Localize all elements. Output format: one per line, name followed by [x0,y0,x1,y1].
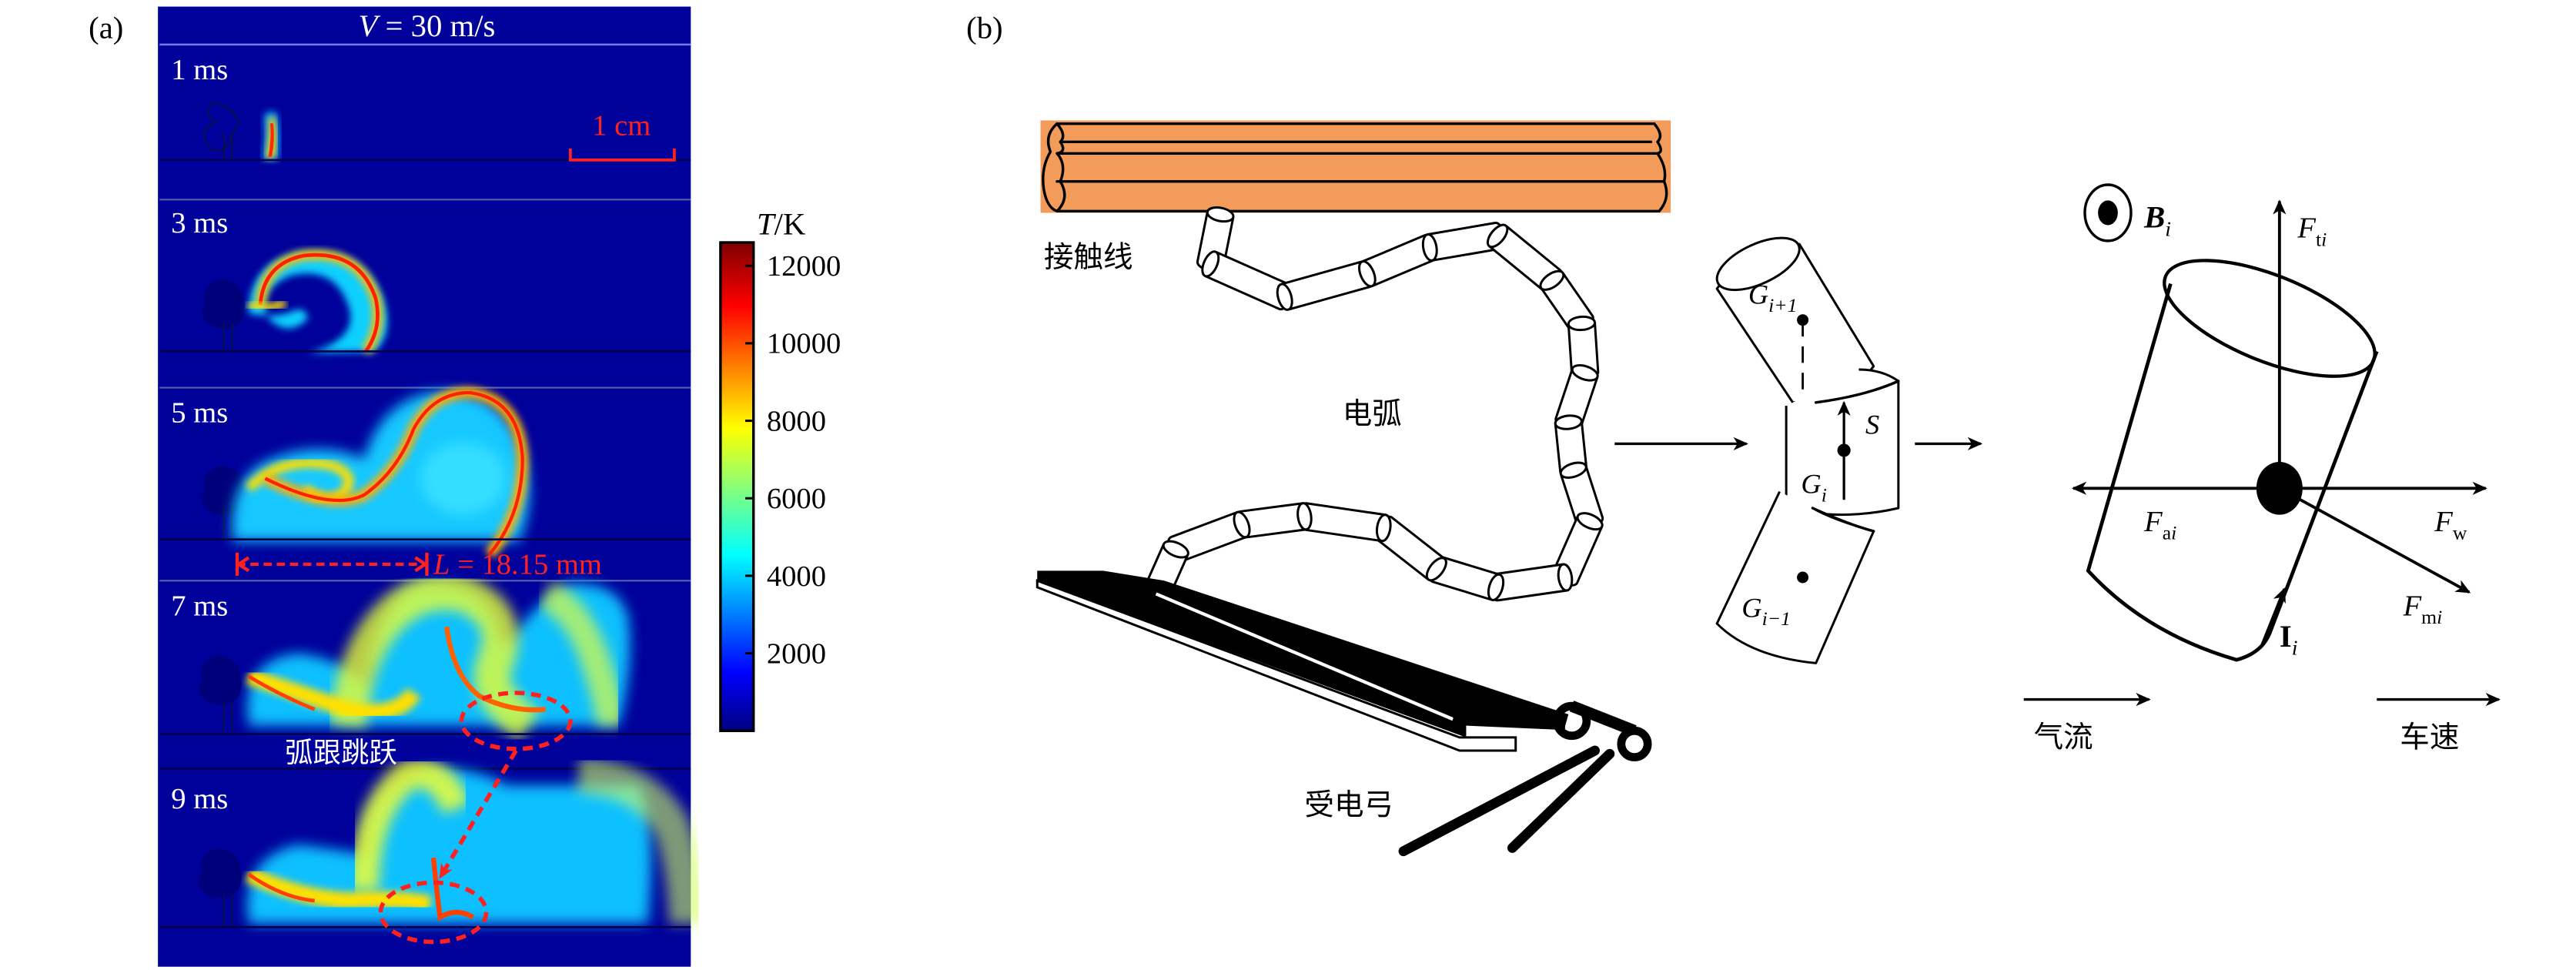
scale-bar-label: 1 cm [592,110,651,142]
arc-root-jump-label: 弧跟跳跃 [285,736,397,769]
segment-label-lower: Gi−1 [1741,592,1791,630]
current-label: Ii [2280,619,2298,661]
arc-segment-cylinder [2086,283,2379,662]
colorbar-bar [719,241,755,732]
colorbar: T/K 12000 10000 8000 6000 4000 2000 [719,206,841,732]
contact-wire [1040,120,1671,213]
frame-5ms: 5 ms [159,386,691,558]
pantograph-horn [202,279,245,329]
airflow-label: 气流 [2034,721,2093,755]
segment-label-upper: Gi+1 [1748,279,1798,316]
b-field-out-of-page-icon [2083,183,2133,242]
colorbar-title: T/K [757,206,805,241]
colorbar-tick-label: 12000 [767,250,841,283]
frame-time: 9 ms [171,783,228,815]
arc-cylinder-chain [1142,206,1604,604]
center-of-mass [2256,462,2303,515]
air-force-label: Fai [2143,506,2176,544]
force-diagram: Bi Fti Fai Fw Fmi Ii 气流 车速 [2023,183,2501,755]
colorbar-tick-label: 8000 [767,405,826,437]
jump-highlight-before [459,691,573,751]
jump-arrow [438,749,518,879]
s-label: S [1865,410,1879,440]
cylinder-top [2163,259,2377,378]
pantograph-label: 受电弓 [1304,788,1393,823]
cylinder-lower: Gi−1 [1715,490,1875,664]
frame-3ms: 3 ms [159,207,691,389]
frame-time: 5 ms [171,397,228,430]
arc-cylinder [1233,502,1313,539]
arc-label: 电弧 [1343,397,1402,432]
frame-9ms: 9 ms [159,749,706,945]
wind-force-label: Fw [2434,506,2467,544]
pantograph [1035,570,1652,857]
colorbar-tick-label: 2000 [767,637,826,670]
arc-plasma [249,251,387,353]
arc-plasma [247,768,651,924]
segment-label-middle: Gi [1801,469,1826,507]
jump-highlight-after [378,880,489,945]
panel-a-label: (a) [89,10,123,45]
pantograph-horn [202,466,245,516]
colorbar-tick-label: 4000 [767,560,826,593]
colorbar-tick-label: 6000 [767,483,826,515]
frame-time: 1 ms [171,54,228,86]
magnetic-force-arrow [2278,487,2471,594]
magnetic-force-label: Fmi [2403,590,2443,628]
velocity-header: V = 30 m/s [358,8,495,43]
scale-bar [568,148,676,162]
frame-1ms: 1 ms 1 cm [159,54,691,201]
pantograph-horn [199,848,242,898]
frame-time: 7 ms [171,590,228,622]
contact-wire-label: 接触线 [1044,240,1133,275]
panel-b-label: (b) [966,10,1002,45]
segment-detail: Gi+1 S Gi Gi−1 [1715,236,1900,664]
arc-cylinder [1421,222,1506,262]
b-field-label: Bi [2143,200,2171,242]
colorbar-tick-label: 10000 [767,328,841,360]
train-speed-label: 车速 [2400,721,2459,755]
distance-annotation: L = 18.15 mm [159,549,691,582]
distance-label: L = 18.15 mm [433,549,602,581]
current-arrow [2260,587,2287,647]
simulation-panel: V = 30 m/s 1 ms 1 cm 3 ms [158,6,706,967]
tension-force-label: Fti [2297,212,2327,251]
pantograph-horn [199,655,242,705]
frame-time: 3 ms [171,207,228,239]
frame-7ms: 7 ms [159,574,691,751]
wire-body [1040,120,1671,213]
cylinder-middle: S Gi [1785,368,1900,517]
pantograph-horn-outline [202,101,240,152]
